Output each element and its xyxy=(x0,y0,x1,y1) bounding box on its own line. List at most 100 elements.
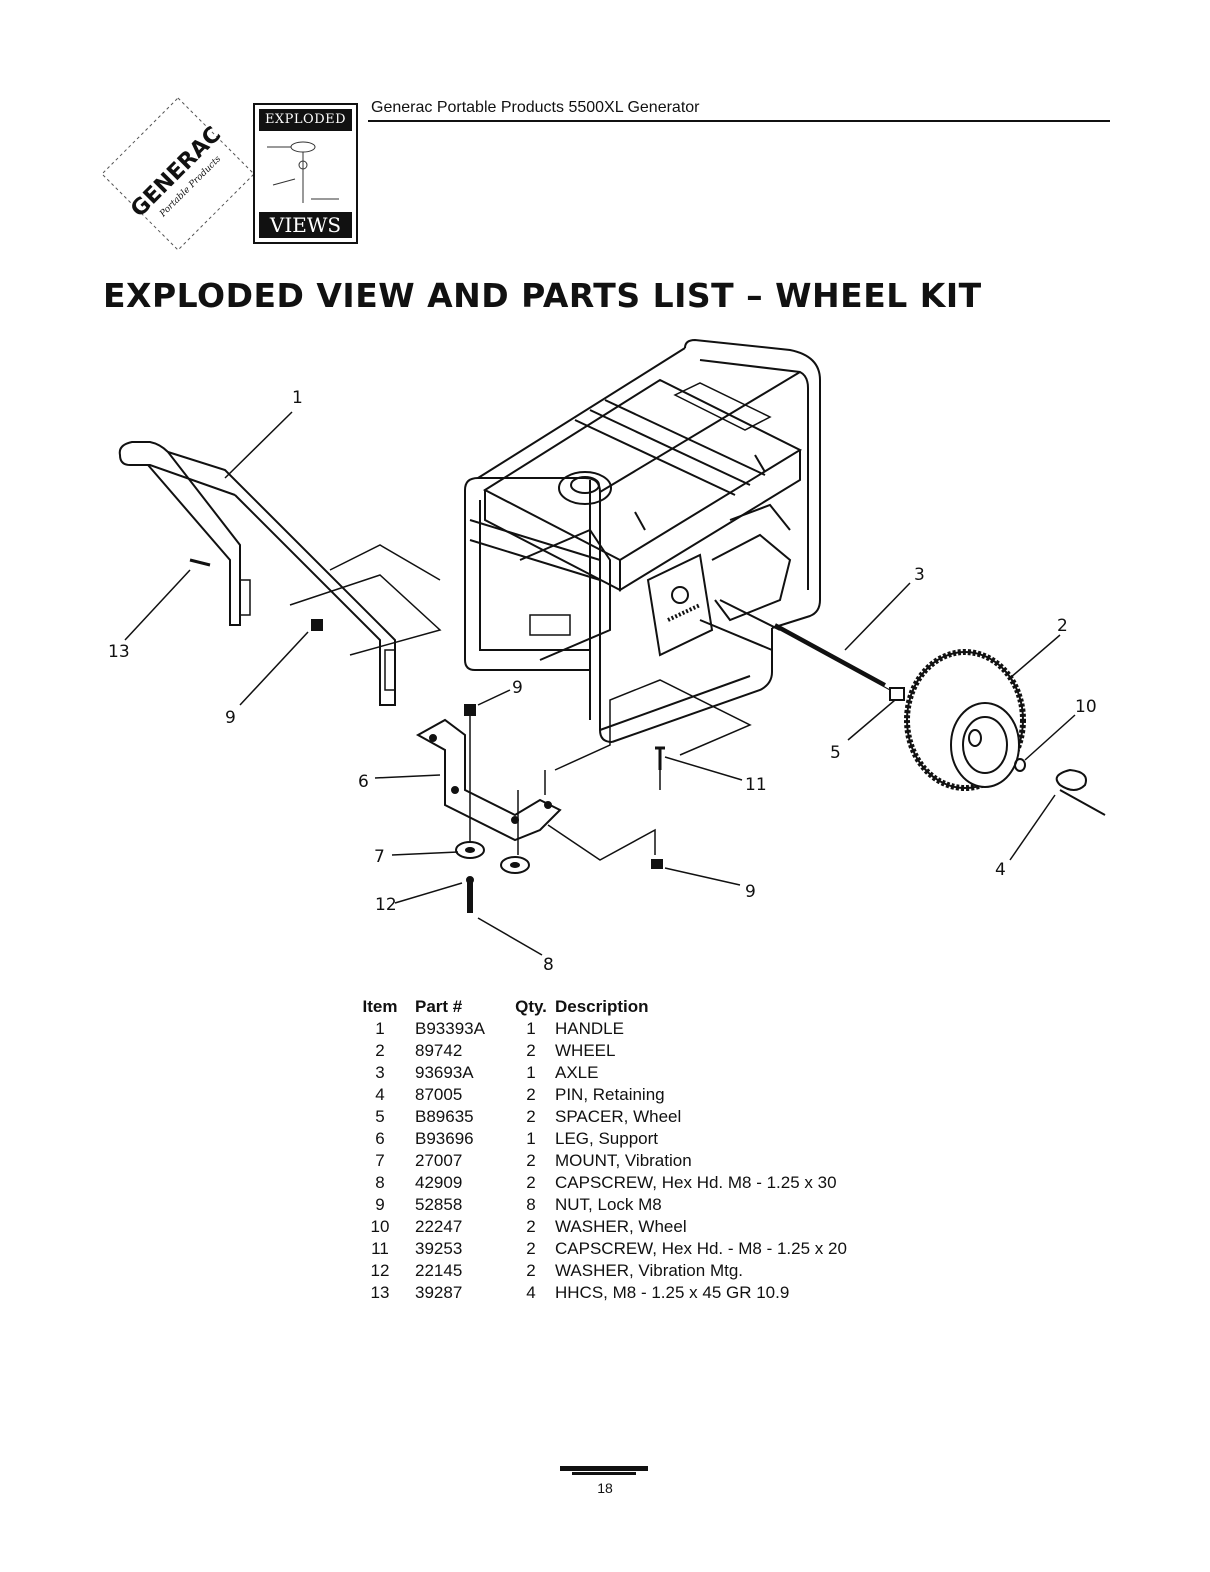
cell-item: 13 xyxy=(370,1283,390,1302)
table-row: 4 87005 2 PIN, Retaining xyxy=(345,1084,915,1106)
support-leg xyxy=(415,715,562,855)
callout-4: 4 xyxy=(995,860,1006,880)
cell-description: PIN, Retaining xyxy=(555,1085,665,1104)
cell-description: WHEEL xyxy=(555,1041,616,1060)
cell-item: 2 xyxy=(375,1041,385,1060)
callout-11: 11 xyxy=(745,775,767,795)
exploded-view-diagram: 1 2 3 4 5 6 7 8 9 9 9 10 11 12 13 xyxy=(108,338,1106,975)
cell-item: 1 xyxy=(375,1019,385,1038)
header-item: Item xyxy=(362,997,398,1016)
capscrew-11 xyxy=(655,746,665,770)
callout-13: 13 xyxy=(108,642,130,662)
cell-quantity: 1 xyxy=(526,1019,536,1038)
cell-quantity: 4 xyxy=(526,1283,536,1302)
cell-item: 4 xyxy=(375,1085,385,1104)
cell-quantity: 2 xyxy=(526,1151,536,1170)
generator-frame xyxy=(464,338,821,743)
cell-part-number: 42909 xyxy=(415,1173,463,1192)
footer-rule-lower xyxy=(572,1472,636,1475)
callout-6: 6 xyxy=(358,772,369,792)
callout-10: 10 xyxy=(1075,697,1097,717)
generac-logo: GENERAC Portable Products xyxy=(101,97,255,251)
cell-description: CAPSCREW, Hex Hd. - M8 - 1.25 x 20 xyxy=(555,1239,847,1258)
handle-part xyxy=(118,441,396,706)
table-row: 13 39287 4 HHCS, M8 - 1.25 x 45 GR 10.9 xyxy=(345,1282,915,1304)
cell-description: HHCS, M8 - 1.25 x 45 GR 10.9 xyxy=(555,1283,790,1302)
cell-part-number: 22145 xyxy=(415,1261,463,1280)
header-description: Description xyxy=(555,997,649,1016)
cell-item: 6 xyxy=(375,1129,385,1148)
assembly-guides xyxy=(544,679,752,861)
callout-9-handle: 9 xyxy=(225,708,236,728)
cell-quantity: 2 xyxy=(526,1173,536,1192)
table-row: 8 42909 2 CAPSCREW, Hex Hd. M8 - 1.25 x 30 xyxy=(345,1172,915,1194)
callout-9-lower: 9 xyxy=(745,882,756,902)
cell-item: 12 xyxy=(370,1261,390,1280)
cell-quantity: 1 xyxy=(526,1063,536,1082)
cell-description: WASHER, Wheel xyxy=(555,1217,687,1236)
callout-8: 8 xyxy=(543,955,554,975)
cell-item: 10 xyxy=(370,1217,390,1236)
cell-description: LEG, Support xyxy=(555,1129,659,1148)
axle-part xyxy=(774,623,905,701)
handle-fasteners xyxy=(189,544,442,656)
parts-list-table: Item Part # Qty. Description 1 B93393A 1 HA… xyxy=(345,996,915,1304)
cell-part-number: 39287 xyxy=(415,1283,463,1302)
cell-item: 3 xyxy=(375,1063,385,1082)
header-part-number: Part # xyxy=(415,997,463,1016)
table-header-row: Item Part # Qty. Description xyxy=(345,996,915,1018)
cell-description: CAPSCREW, Hex Hd. M8 - 1.25 x 30 xyxy=(555,1173,837,1192)
cell-item: 9 xyxy=(375,1195,385,1214)
vibration-mounts xyxy=(455,704,663,913)
badge-top-label: EXPLODED xyxy=(259,109,352,131)
cell-part-number: 93693A xyxy=(415,1063,474,1082)
cell-description: NUT, Lock M8 xyxy=(555,1195,662,1214)
cell-quantity: 2 xyxy=(526,1261,536,1280)
callout-12: 12 xyxy=(375,895,397,915)
table-row: 3 93693A 1 AXLE xyxy=(345,1062,915,1084)
cell-quantity: 2 xyxy=(526,1239,536,1258)
cell-item: 11 xyxy=(371,1239,389,1258)
header-rule xyxy=(368,120,1110,122)
cell-quantity: 8 xyxy=(526,1195,536,1214)
cell-description: WASHER, Vibration Mtg. xyxy=(555,1261,744,1280)
page-title: EXPLODED VIEW AND PARTS LIST – WHEEL KIT xyxy=(103,276,982,315)
cell-part-number: B93393A xyxy=(415,1019,485,1038)
cell-part-number: 87005 xyxy=(415,1085,463,1104)
callout-9-upper: 9 xyxy=(512,678,523,698)
cell-part-number: 52858 xyxy=(415,1195,463,1214)
table-row: 12 22145 2 WASHER, Vibration Mtg. xyxy=(345,1260,915,1282)
badge-bottom-label: VIEWS xyxy=(259,212,352,238)
cell-description: AXLE xyxy=(555,1063,599,1082)
callout-5: 5 xyxy=(830,743,841,763)
cell-description: HANDLE xyxy=(555,1019,624,1038)
callout-leaders xyxy=(124,411,1076,956)
callout-1: 1 xyxy=(292,388,303,408)
cell-quantity: 2 xyxy=(526,1041,536,1060)
callout-7: 7 xyxy=(374,847,385,867)
callout-2: 2 xyxy=(1057,616,1068,636)
callout-numbers: 1 2 3 4 5 6 7 8 9 9 9 10 11 12 13 xyxy=(108,388,1097,975)
header-quantity: Qty. xyxy=(515,997,547,1016)
table-row: 11 39253 2 CAPSCREW, Hex Hd. - M8 - 1.25 x … xyxy=(345,1238,915,1260)
cell-item: 5 xyxy=(375,1107,385,1126)
badge-illustration xyxy=(267,141,339,203)
cell-quantity: 2 xyxy=(526,1217,536,1236)
document-header-title: Generac Portable Products 5500XL Generat… xyxy=(371,99,700,116)
cell-quantity: 1 xyxy=(526,1129,536,1148)
cell-quantity: 2 xyxy=(526,1107,536,1126)
cell-part-number: B93696 xyxy=(415,1129,474,1148)
cell-part-number: 39253 xyxy=(415,1239,463,1258)
cell-part-number: 89742 xyxy=(415,1041,463,1060)
table-row: 9 52858 8 NUT, Lock M8 xyxy=(345,1194,915,1216)
table-row: 1 B93393A 1 HANDLE xyxy=(345,1018,915,1040)
callout-3: 3 xyxy=(914,565,925,585)
cell-part-number: 27007 xyxy=(415,1151,463,1170)
cell-item: 8 xyxy=(375,1173,385,1192)
cell-quantity: 2 xyxy=(526,1085,536,1104)
cell-part-number: B89635 xyxy=(415,1107,474,1126)
